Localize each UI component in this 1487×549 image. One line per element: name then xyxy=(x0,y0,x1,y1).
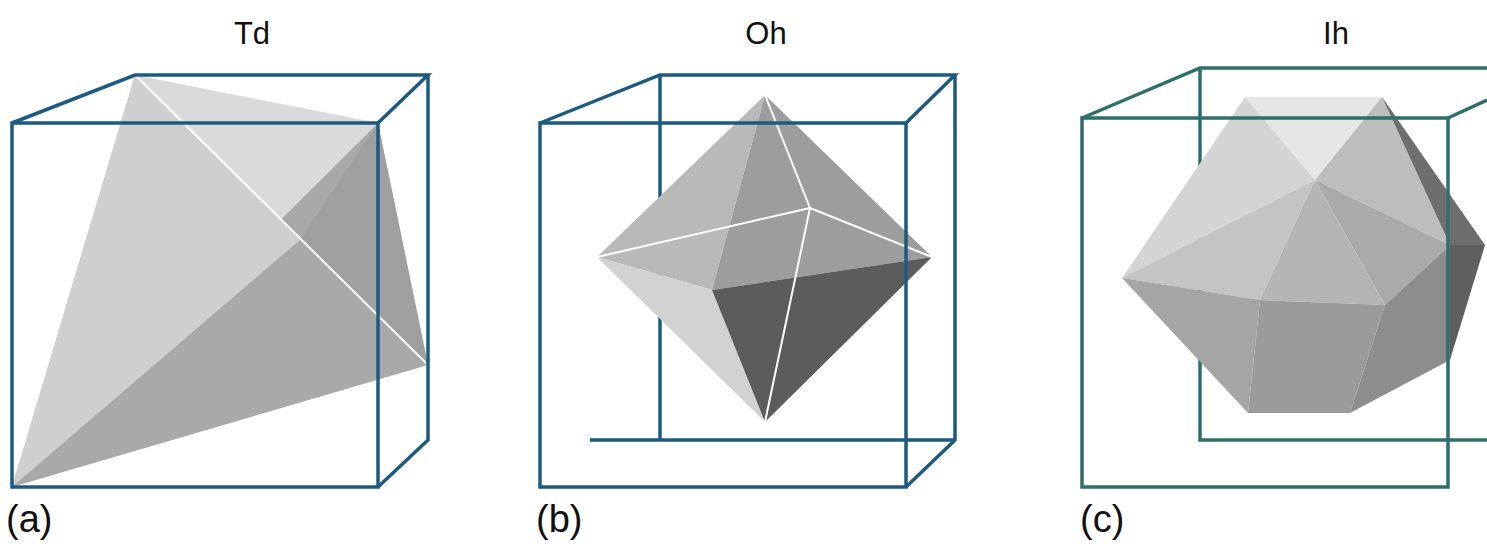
icosahedron-figure xyxy=(1122,97,1485,413)
cube-front xyxy=(1082,118,1448,487)
octa-edge xyxy=(597,208,810,257)
panel-letter: (c) xyxy=(1080,500,1124,538)
cube-frame xyxy=(1082,68,1487,487)
cube-top xyxy=(540,75,955,123)
octa-edge xyxy=(810,208,932,257)
cube-right xyxy=(378,75,428,487)
tetra-face xyxy=(300,123,428,365)
octa-face xyxy=(712,257,932,422)
cube-front xyxy=(540,123,906,487)
octahedron-figure xyxy=(597,95,932,422)
cube-frame xyxy=(540,75,955,487)
cube-top xyxy=(1082,68,1487,118)
symmetry-label: Oh xyxy=(745,18,786,49)
octa-edge xyxy=(765,208,810,422)
panel-letter: (b) xyxy=(536,500,582,538)
cube-right xyxy=(906,75,955,487)
symmetry-label: Td xyxy=(234,18,270,49)
cube-top xyxy=(12,75,428,123)
ico-face xyxy=(1350,245,1450,413)
cube-frame xyxy=(590,75,955,440)
tetra-face xyxy=(12,75,300,487)
cube-top-right xyxy=(1448,100,1487,118)
ico-face xyxy=(1122,278,1260,413)
cube-frame xyxy=(12,75,428,487)
panel-letter: (a) xyxy=(6,500,52,538)
ico-face xyxy=(1260,180,1385,305)
tetrahedron-figure xyxy=(12,75,428,487)
cube-front xyxy=(12,123,378,487)
ico-face xyxy=(1450,245,1485,360)
cube-back-bottom xyxy=(590,438,955,442)
octa-edge xyxy=(765,95,810,208)
octa-edges xyxy=(597,95,932,422)
symmetry-label: Ih xyxy=(1323,18,1349,49)
